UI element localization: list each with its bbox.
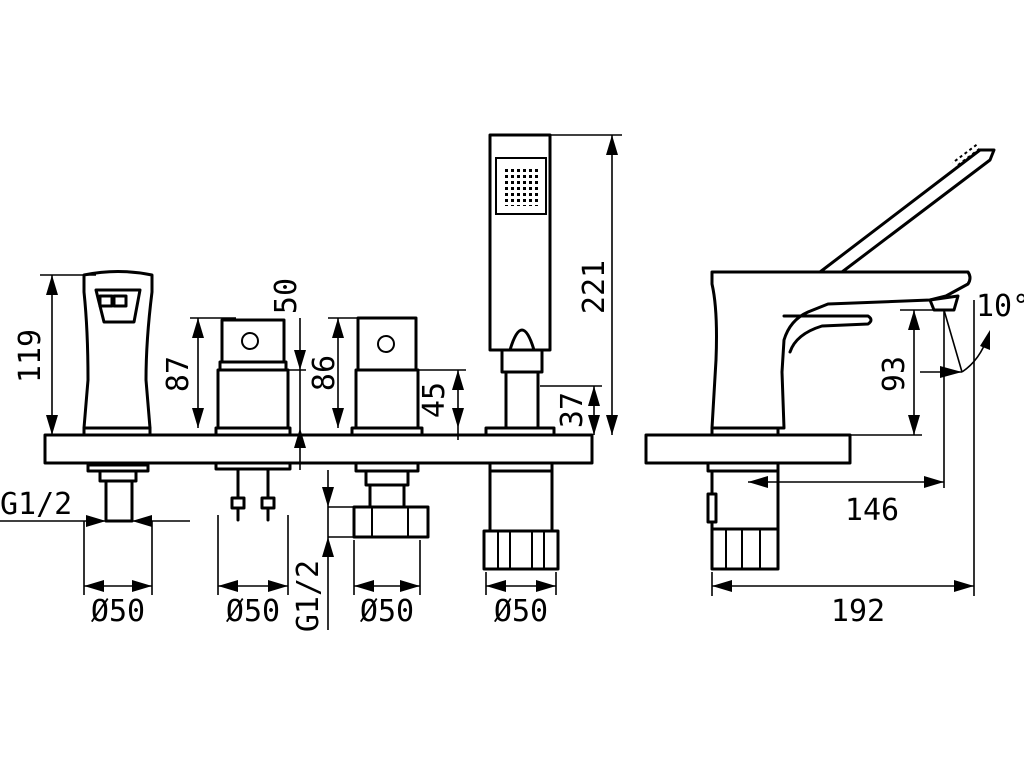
deck-plate-side (644, 433, 852, 465)
dim-g12-bottom: G1/2 (291, 560, 326, 632)
handle-valve (350, 316, 430, 539)
dim-119: 119 (13, 329, 48, 383)
spout-mixer (82, 270, 154, 523)
dim-37: 37 (555, 392, 590, 428)
dim-45: 45 (417, 382, 452, 418)
side-view-spout (706, 143, 996, 571)
dim-221: 221 (577, 260, 612, 314)
diverter (214, 318, 292, 522)
dim-146: 146 (845, 493, 899, 528)
dim-diameter-1: Ø50 (91, 594, 145, 629)
dim-angle-10: 10° (976, 289, 1024, 324)
dim-diameter-3: Ø50 (360, 594, 414, 629)
dim-50-top: 50 (269, 278, 304, 314)
dim-g12-left: G1/2 (0, 487, 72, 522)
dim-87: 87 (161, 356, 196, 392)
hand-shower (482, 133, 560, 571)
dim-86: 86 (307, 355, 342, 391)
dimension-lines (0, 134, 990, 630)
dim-93: 93 (877, 356, 912, 392)
dim-diameter-4: Ø50 (494, 594, 548, 629)
dim-diameter-2: Ø50 (226, 594, 280, 629)
deck-plate-front (43, 433, 594, 465)
dim-192: 192 (831, 594, 885, 629)
